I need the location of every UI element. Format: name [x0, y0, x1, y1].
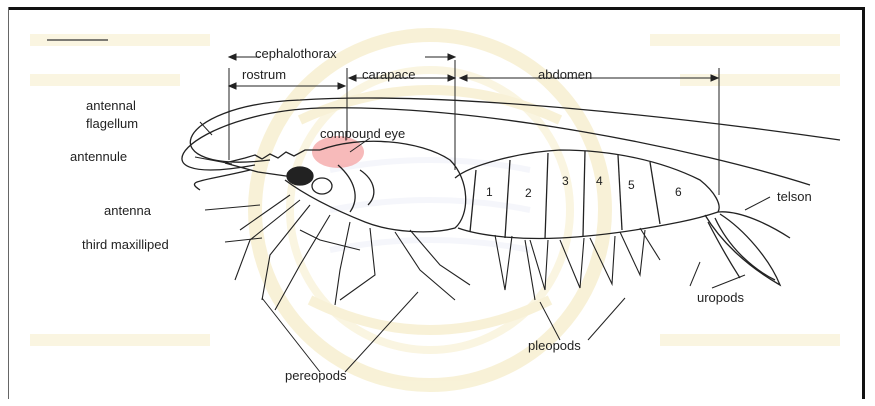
segment-number-4: 4 [596, 174, 603, 188]
label-carapace: carapace [362, 67, 415, 82]
label-antenna: antenna [104, 203, 152, 218]
label-abdomen: abdomen [538, 67, 592, 82]
segment-number-5: 5 [628, 178, 635, 192]
label-pereopods: pereopods [285, 368, 347, 383]
label-telson: telson [777, 189, 812, 204]
label-flagellum: flagellum [86, 116, 138, 131]
shrimp-body [225, 141, 790, 285]
segment-number-1: 1 [486, 185, 493, 199]
label-cephalothorax: cephalothorax [255, 46, 337, 61]
segment-number-6: 6 [675, 185, 682, 199]
pleopods-drawing [495, 228, 660, 300]
label-antennule: antennule [70, 149, 127, 164]
label-uropods: uropods [697, 290, 744, 305]
antennal-flagellum-drawing [182, 98, 840, 190]
label-compound-eye: compound eye [320, 126, 405, 141]
segment-number-3: 3 [562, 174, 569, 188]
label-antennal: antennal [86, 98, 136, 113]
label-third-maxilliped: third maxilliped [82, 237, 169, 252]
label-pleopods: pleopods [528, 338, 581, 353]
label-rostrum: rostrum [242, 67, 286, 82]
segment-number-2: 2 [525, 186, 532, 200]
